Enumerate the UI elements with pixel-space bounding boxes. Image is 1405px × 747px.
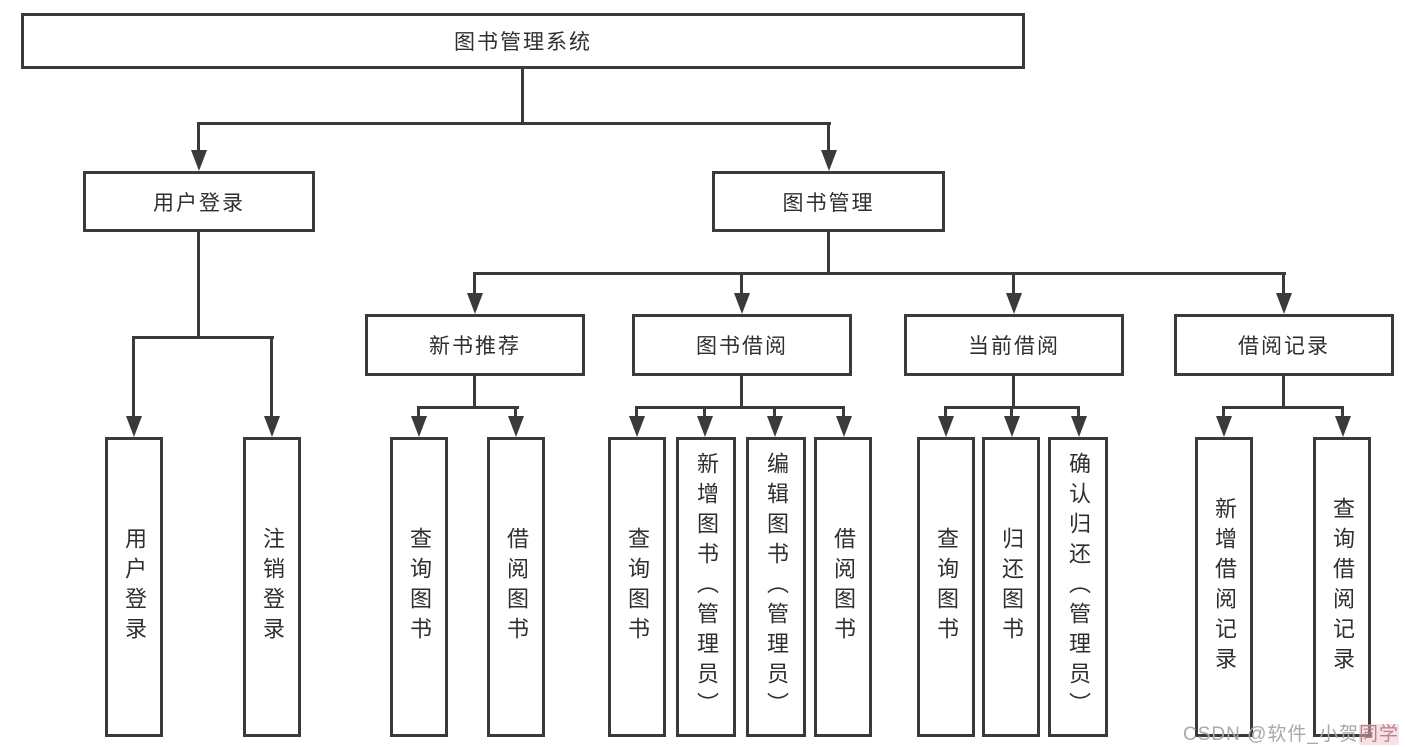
arrow-down-icon: [836, 416, 852, 437]
arrow-down-icon: [734, 293, 750, 314]
leaf-node-add-borrow-record: 新增借阅记录: [1195, 437, 1253, 737]
connector-drop: [740, 272, 743, 296]
connector-stem: [197, 232, 200, 336]
branch-node-book-management: 图书管理: [712, 171, 945, 232]
leaf-node-label: 查询图书: [625, 527, 650, 647]
leaf-node-add-book-admin: 新增图书（管理员）: [676, 437, 736, 737]
section-node-current-borrowing: 当前借阅: [904, 314, 1124, 376]
arrow-down-icon: [191, 150, 207, 171]
leaf-node-label: 注销登录: [260, 527, 285, 647]
leaf-node-label: 查询图书: [407, 527, 432, 647]
branch-node-label: 图书管理: [782, 191, 875, 215]
connector-drop: [132, 336, 135, 418]
leaf-node-query-borrow-record: 查询借阅记录: [1313, 437, 1371, 737]
arrow-down-icon: [126, 416, 142, 437]
connector-drop: [473, 272, 476, 296]
connector-drop: [703, 406, 706, 418]
csdn-watermark: CSDN @软件_小贺同学: [1183, 719, 1399, 746]
arrow-down-icon: [264, 416, 280, 437]
connector-drop: [1222, 406, 1225, 418]
connector-horizontal: [635, 406, 845, 409]
root-node-label: 图书管理系统: [454, 31, 592, 54]
connector-drop: [197, 122, 200, 154]
connector-stem: [740, 376, 743, 406]
connector-drop: [1282, 272, 1285, 296]
arrow-down-icon: [1216, 416, 1232, 437]
arrow-down-icon: [821, 150, 837, 171]
leaf-node-query-books-recommend: 查询图书: [390, 437, 448, 737]
arrow-down-icon: [1004, 416, 1020, 437]
arrow-down-icon: [629, 416, 645, 437]
arrow-down-icon: [1006, 293, 1022, 314]
connector-horizontal: [1222, 406, 1344, 409]
section-node-label: 图书借阅: [696, 335, 788, 358]
leaf-node-label: 归还图书: [999, 527, 1024, 647]
connector-horizontal: [197, 122, 831, 125]
leaf-node-confirm-return-admin: 确认归还（管理员）: [1048, 437, 1108, 737]
leaf-node-return-book: 归还图书: [982, 437, 1040, 737]
leaf-node-label: 新增借阅记录: [1212, 497, 1237, 677]
leaf-node-label: 用户登录: [122, 527, 147, 647]
leaf-node-query-books-current: 查询图书: [917, 437, 975, 737]
connector-horizontal: [417, 406, 519, 409]
leaf-node-label: 借阅图书: [504, 527, 529, 647]
section-node-new-book-recommend: 新书推荐: [365, 314, 585, 376]
connector-drop: [270, 336, 273, 418]
section-node-borrowing-records: 借阅记录: [1174, 314, 1394, 376]
arrow-down-icon: [467, 293, 483, 314]
connector-drop: [1341, 406, 1344, 418]
connector-drop: [944, 406, 947, 418]
arrow-down-icon: [411, 416, 427, 437]
connector-drop: [514, 406, 517, 418]
connector-drop: [635, 406, 638, 418]
connector-stem: [1282, 376, 1285, 406]
leaf-node-label: 借阅图书: [831, 527, 856, 647]
connector-drop: [1012, 272, 1015, 296]
connector-drop: [842, 406, 845, 418]
arrow-down-icon: [697, 416, 713, 437]
branch-node-label: 用户登录: [153, 191, 245, 215]
arrow-down-icon: [938, 416, 954, 437]
section-node-book-borrowing: 图书借阅: [632, 314, 852, 376]
leaf-node-user-login: 用户登录: [105, 437, 163, 737]
connector-drop: [417, 406, 420, 418]
branch-node-user-login: 用户登录: [83, 171, 315, 232]
leaf-node-label: 查询图书: [934, 527, 959, 647]
connector-drop: [773, 406, 776, 418]
connector-horizontal: [132, 336, 274, 339]
leaf-node-borrow-books: 借阅图书: [814, 437, 872, 737]
leaf-node-label: 确认归还（管理员）: [1066, 452, 1091, 722]
leaf-node-borrow-books-recommend: 借阅图书: [487, 437, 545, 737]
connector-stem: [473, 376, 476, 406]
section-node-label: 新书推荐: [429, 335, 521, 358]
arrow-down-icon: [1071, 416, 1087, 437]
leaf-node-logout: 注销登录: [243, 437, 301, 737]
leaf-node-query-books-borrowing: 查询图书: [608, 437, 666, 737]
section-node-label: 借阅记录: [1238, 335, 1330, 358]
arrow-down-icon: [767, 416, 783, 437]
connector-drop: [1077, 406, 1080, 418]
leaf-node-label: 新增图书（管理员）: [694, 452, 719, 722]
connector-stem: [521, 68, 524, 122]
leaf-node-edit-book-admin: 编辑图书（管理员）: [746, 437, 806, 737]
watermark-accent-text: 同学: [1358, 724, 1399, 745]
leaf-node-label: 编辑图书（管理员）: [764, 452, 789, 722]
connector-drop: [1010, 406, 1013, 418]
leaf-node-label: 查询借阅记录: [1330, 497, 1355, 677]
arrow-down-icon: [1276, 293, 1292, 314]
section-node-label: 当前借阅: [968, 335, 1060, 358]
watermark-text: CSDN @软件_小贺: [1183, 724, 1359, 745]
arrow-down-icon: [508, 416, 524, 437]
arrow-down-icon: [1335, 416, 1351, 437]
connector-horizontal: [473, 272, 1286, 275]
connector-drop: [827, 122, 830, 154]
connector-stem: [1012, 376, 1015, 406]
root-node-library-system: 图书管理系统: [21, 13, 1025, 69]
connector-stem: [827, 232, 830, 272]
